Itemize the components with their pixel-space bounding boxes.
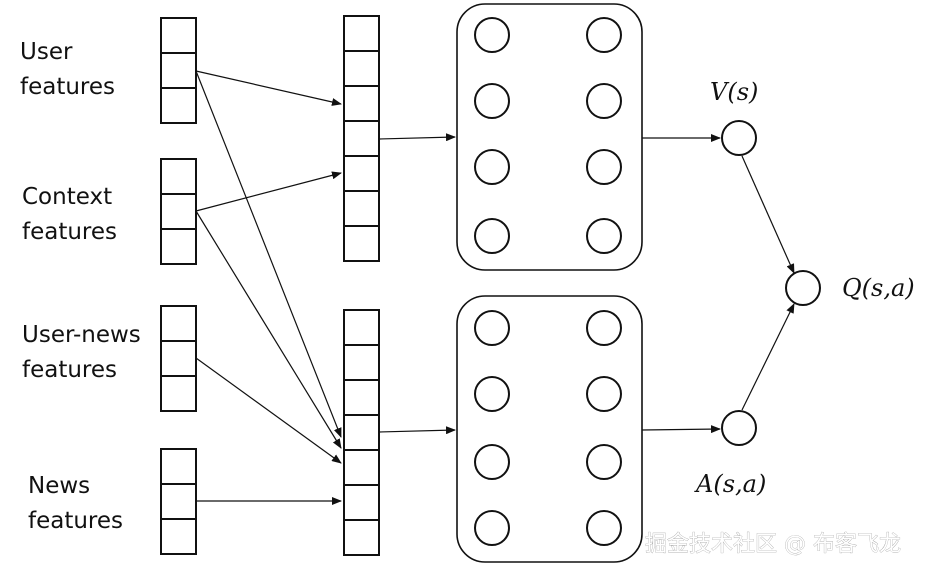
neuron-node [474, 510, 510, 546]
vector-cell [343, 15, 380, 52]
context-features-label-line1: Context [22, 184, 112, 210]
vector-cell [343, 449, 380, 486]
news-features-vector [160, 448, 197, 555]
user-features-label-line1: User [20, 39, 73, 65]
neuron-node [474, 444, 510, 480]
watermark-text: 掘金技术社区 @ 布客飞龙 [645, 532, 901, 557]
arrow-value-concat-to-hidden [378, 133, 456, 142]
vector-cell [343, 85, 380, 122]
q-output-node [785, 270, 821, 306]
value-stream-hidden-layer [456, 3, 643, 271]
neuron-node [474, 17, 510, 53]
neuron-node [586, 310, 622, 346]
vector-cell [160, 158, 197, 195]
vector-cell [343, 484, 380, 521]
arrow-context-to-advantage [195, 210, 342, 449]
hidden-layer-box [456, 295, 643, 563]
vector-cell [160, 228, 197, 265]
arrow-hidden-to-advantage [641, 425, 721, 434]
vector-cell [343, 190, 380, 227]
advantage-label: A(s,a) [694, 470, 766, 498]
arrow-value-to-q [741, 155, 795, 274]
vector-cell [343, 414, 380, 451]
vector-cell [160, 17, 197, 54]
value-stream-concat-vector [343, 15, 380, 262]
advantage-stream-hidden-layer [456, 295, 643, 563]
value-output-node [721, 120, 757, 156]
neuron-node [586, 17, 622, 53]
vector-cell [160, 193, 197, 230]
vector-cell [160, 305, 197, 342]
vector-cell [343, 120, 380, 157]
vector-cell [343, 309, 380, 346]
arrow-user-to-value [195, 70, 342, 106]
news-features-label-line1: News [28, 473, 90, 499]
user-news-features-vector [160, 305, 197, 412]
vector-cell [160, 483, 197, 520]
arrow-advantage-concat-to-hidden [378, 426, 456, 435]
context-features-vector [160, 158, 197, 265]
q-label: Q(s,a) [842, 274, 915, 302]
news-features-label-line2: features [28, 508, 123, 534]
vector-cell [343, 225, 380, 262]
vector-cell [343, 379, 380, 416]
vector-cell [343, 344, 380, 381]
input-labels: User features Context features User-news… [20, 39, 141, 534]
vector-cell [160, 375, 197, 412]
arrow-advantage-to-q [741, 303, 795, 411]
neuron-node [474, 149, 510, 185]
advantage-stream-concat-vector [343, 309, 380, 556]
vector-cell [160, 87, 197, 124]
neuron-node [474, 218, 510, 254]
input-connections [195, 70, 342, 505]
vector-cell [160, 518, 197, 555]
neuron-node [586, 444, 622, 480]
user-features-label-line2: features [20, 74, 115, 100]
vector-cell [343, 50, 380, 87]
arrow-user-to-advantage [195, 70, 342, 438]
context-features-label-line2: features [22, 219, 117, 245]
neuron-node [474, 376, 510, 412]
neuron-node [474, 310, 510, 346]
neuron-node [586, 376, 622, 412]
vector-cell [160, 448, 197, 485]
user-news-features-label-line2: features [22, 357, 117, 383]
neuron-node [474, 83, 510, 119]
advantage-output-node [721, 410, 757, 446]
neuron-node [586, 510, 622, 546]
vector-cell [160, 52, 197, 89]
user-news-features-label-line1: User-news [22, 322, 141, 348]
vector-cell [343, 155, 380, 192]
value-label: V(s) [710, 78, 758, 106]
vector-cell [160, 340, 197, 377]
vector-cell [343, 519, 380, 556]
neuron-node [586, 218, 622, 254]
neuron-node [586, 83, 622, 119]
user-features-vector [160, 17, 197, 124]
neuron-node [586, 149, 622, 185]
hidden-layer-box [456, 3, 643, 271]
arrow-user-news-to-advantage [195, 357, 342, 464]
arrow-context-to-value [195, 171, 342, 212]
